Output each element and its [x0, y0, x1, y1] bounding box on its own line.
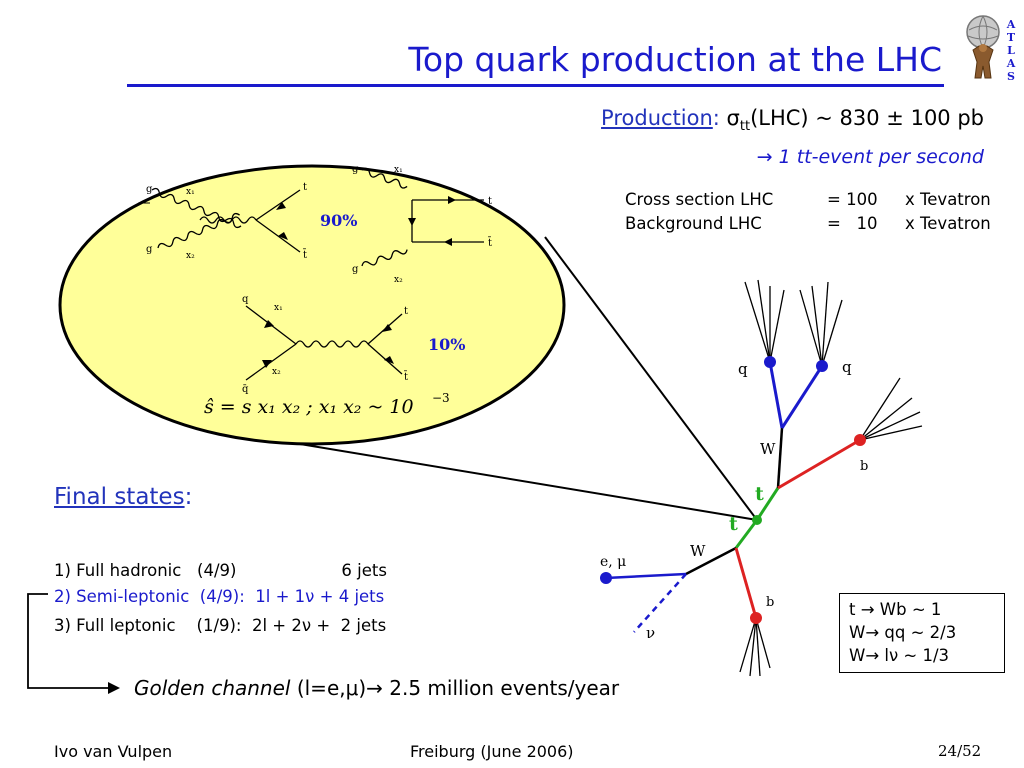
svg-text:W: W: [760, 440, 776, 458]
arrow-right-icon: →: [756, 146, 773, 168]
svg-text:x₂: x₂: [394, 275, 403, 285]
production-heading[interactable]: Production: [601, 106, 713, 130]
svg-text:g: g: [146, 184, 153, 195]
decay-row: t → Wb ~ 1: [849, 600, 942, 619]
rate-line: → 1 tt-event per second: [600, 146, 984, 168]
svg-text:t: t: [755, 483, 764, 505]
decay-branching-box: t → Wb ~ 1 W→ qq ~ 2/3 W→ lν ~ 1/3: [839, 593, 1005, 673]
final-state-item: 1) Full hadronic (4/9) 6 jets: [54, 561, 387, 580]
footer-author: Ivo van Vulpen: [54, 742, 173, 761]
qq-annihilation-diagram: q q̄ x₁ x₂ t t̄: [242, 294, 408, 395]
svg-text:e, μ: e, μ: [600, 554, 626, 570]
decay-row: W→ qq ~ 2/3: [849, 623, 957, 642]
svg-text:t̄: t̄: [303, 249, 307, 261]
svg-text:ν: ν: [646, 624, 655, 642]
diagram-ellipse: [58, 164, 566, 446]
golden-channel-rate: (l=e,μ)→ 2.5 million events/year: [290, 676, 620, 700]
svg-text:t̄: t̄: [404, 371, 408, 383]
arrow-right-icon: [108, 682, 120, 694]
svg-text:A: A: [1006, 57, 1016, 70]
gg-s-channel-diagram: g g x₁ x₂ t t̄: [138, 182, 307, 261]
cross-section-table: Cross section LHC = 100 x Tevatron Backg…: [625, 188, 991, 236]
svg-text:W: W: [690, 542, 706, 560]
svg-text:S: S: [1007, 70, 1015, 82]
footer-page-number: 24/52: [938, 742, 982, 760]
svg-text:q: q: [738, 360, 748, 378]
shat-formula: ŝ = s x₁ x₂ ; x₁ x₂ ~ 10: [204, 396, 414, 418]
shat-exponent: −3: [432, 391, 450, 405]
svg-text:b: b: [766, 595, 774, 610]
sigma-symbol: σ: [726, 106, 740, 130]
svg-text:x₁: x₁: [186, 187, 195, 197]
final-states-heading[interactable]: Final states: [54, 484, 185, 510]
svg-text:q̄: q̄: [242, 384, 249, 395]
final-state-item: 2) Semi-leptonic (4/9): 1l + 1ν + 4 jets: [54, 587, 385, 606]
svg-text:T: T: [1007, 31, 1016, 44]
qq-percent: 10%: [428, 335, 465, 354]
svg-text:t: t: [303, 182, 307, 193]
svg-text:t: t: [729, 513, 738, 535]
cross-section-row: Cross section LHC = 100 x Tevatron: [625, 190, 991, 209]
production-formula: (LHC) ~ 830 ± 100 pb: [750, 106, 984, 130]
atlas-logo: A T L A S: [955, 10, 1019, 83]
svg-text:t̄: t̄: [488, 237, 492, 249]
svg-text:g: g: [352, 164, 359, 175]
event-topology: q q W b t t W e, μ ν b: [600, 279, 923, 677]
gg-t-channel-diagram: g g x₁ x₂ t t̄: [352, 164, 492, 285]
rate-text: 1 tt-event per second: [772, 146, 984, 168]
golden-channel-label: Golden channel: [134, 676, 291, 700]
svg-text:t: t: [404, 306, 408, 317]
production-line: Production: σtt(LHC) ~ 830 ± 100 pb: [460, 106, 984, 134]
final-states-heading-row: Final states:: [54, 484, 193, 510]
svg-text:A: A: [1006, 18, 1016, 31]
svg-text:x₂: x₂: [272, 367, 281, 377]
gg-percent: 90%: [320, 211, 357, 230]
svg-text:t: t: [488, 196, 492, 207]
title-underline: [127, 84, 944, 87]
svg-text:x₁: x₁: [274, 303, 283, 313]
footer-venue: Freiburg (June 2006): [410, 742, 574, 761]
final-state-item: 3) Full leptonic (1/9): 2l + 2ν + 2 jets: [54, 616, 387, 635]
svg-text:q: q: [842, 358, 852, 376]
svg-text:q: q: [242, 294, 249, 305]
atlas-logo-icon: A T L A S: [966, 15, 1016, 83]
production-colon: :: [712, 106, 720, 130]
sigma-subscript: tt: [739, 119, 751, 135]
page-title: Top quark production at the LHC: [408, 40, 942, 79]
svg-text:x₁: x₁: [394, 165, 403, 175]
cross-section-row: Background LHC = 10 x Tevatron: [625, 214, 991, 233]
svg-text:b: b: [860, 459, 868, 474]
golden-channel: Golden channel (l=e,μ)→ 2.5 million even…: [134, 676, 619, 700]
svg-text:L: L: [1007, 44, 1015, 57]
golden-channel-arrow: [27, 593, 108, 689]
svg-text:x₂: x₂: [186, 251, 195, 261]
svg-text:g: g: [352, 264, 359, 275]
svg-text:g: g: [146, 244, 153, 255]
decay-row: W→ lν ~ 1/3: [849, 646, 950, 665]
